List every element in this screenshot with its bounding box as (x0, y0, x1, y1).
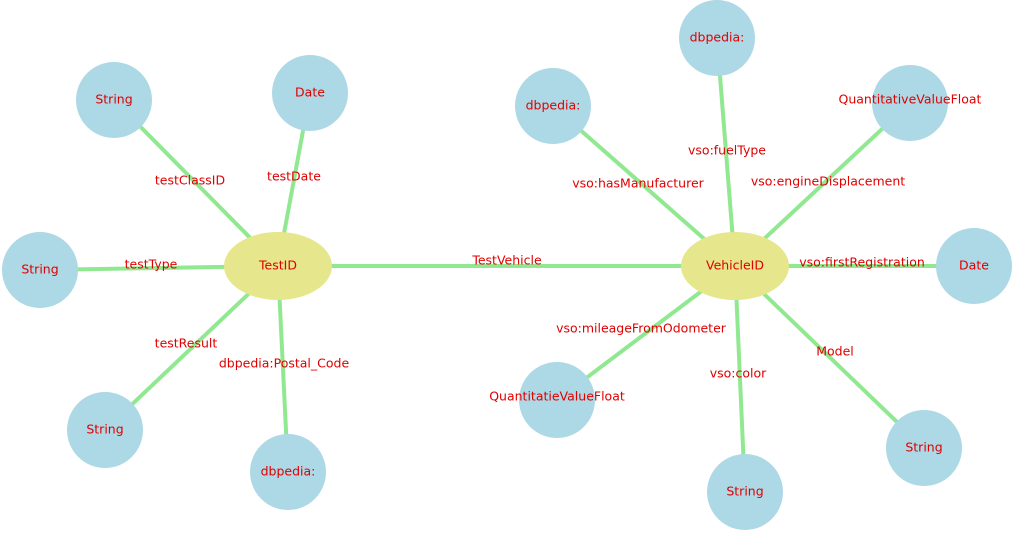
node-ellipse (224, 232, 332, 300)
node-circle (679, 0, 755, 76)
edge-label-testresult: testResult (155, 336, 218, 351)
edge-label-vso-mileagefromodometer: vso:mileageFromOdometer (556, 321, 727, 336)
node-qv-displacement[interactable]: QuantitativeValueFloat (839, 65, 982, 141)
edge-label-testtype: testType (125, 257, 178, 272)
edge-label-testvehicle: TestVehicle (471, 253, 542, 268)
node-circle (707, 454, 783, 530)
node-circle (250, 434, 326, 510)
edge-label-testclassid: testClassID (155, 173, 225, 188)
edge-label-model: Model (816, 344, 854, 359)
node-ellipse (681, 232, 789, 300)
node-string-model[interactable]: String (886, 410, 962, 486)
node-label: String (905, 440, 942, 455)
edge-label-vso-fueltype: vso:fuelType (688, 143, 766, 158)
node-dbpedia-manufacturer[interactable]: dbpedia: (515, 68, 591, 144)
node-circle (2, 232, 78, 308)
edge-label-vso-enginedisplacement: vso:engineDisplacement (751, 174, 905, 189)
edge-label-vso-hasmanufacturer: vso:hasManufacturer (572, 176, 704, 191)
edge-label-vso-color: vso:color (710, 366, 767, 381)
node-circle (76, 62, 152, 138)
node-string-result[interactable]: String (67, 392, 143, 468)
node-label: dbpedia: (690, 30, 745, 45)
node-label: QuantitativeValueFloat (839, 92, 982, 107)
node-label: Date (959, 258, 989, 273)
node-circle (872, 65, 948, 141)
node-label: VehicleID (706, 258, 764, 273)
edge-vso-fueltype (715, 37, 737, 267)
edge-label-vso-firstregistration: vso:firstRegistration (799, 255, 925, 270)
node-testid[interactable]: TestID (224, 232, 332, 300)
node-circle (67, 392, 143, 468)
edge-label-dbpedia-postal-code: dbpedia:Postal_Code (219, 356, 350, 371)
node-label: String (21, 262, 58, 277)
node-date-registration[interactable]: Date (936, 228, 1012, 304)
node-string-classid[interactable]: String (76, 62, 152, 138)
node-date-test[interactable]: Date (272, 55, 348, 131)
edge-labels-layer: testClassID testDate testType testResultdbp… (125, 143, 925, 381)
node-circle (272, 55, 348, 131)
node-label: dbpedia: (526, 98, 581, 113)
node-label: String (95, 92, 132, 107)
node-circle (519, 362, 595, 438)
node-string-color[interactable]: String (707, 454, 783, 530)
edge-label-testdate: testDate (267, 169, 321, 184)
node-string-type[interactable]: String (2, 232, 78, 308)
node-dbpedia-postal[interactable]: dbpedia: (250, 434, 326, 510)
node-circle (936, 228, 1012, 304)
node-label: String (726, 484, 763, 499)
node-circle (515, 68, 591, 144)
node-label: QuantitatieValueFloat (489, 389, 625, 404)
node-circle (886, 410, 962, 486)
node-label: Date (295, 85, 325, 100)
node-dbpedia-fuel[interactable]: dbpedia: (679, 0, 755, 76)
edge-model (733, 264, 926, 450)
node-label: TestID (258, 258, 297, 273)
node-qv-mileage[interactable]: QuantitatieValueFloat (489, 362, 625, 438)
node-vehicleid[interactable]: VehicleID (681, 232, 789, 300)
node-label: String (86, 422, 123, 437)
node-label: dbpedia: (261, 464, 316, 479)
